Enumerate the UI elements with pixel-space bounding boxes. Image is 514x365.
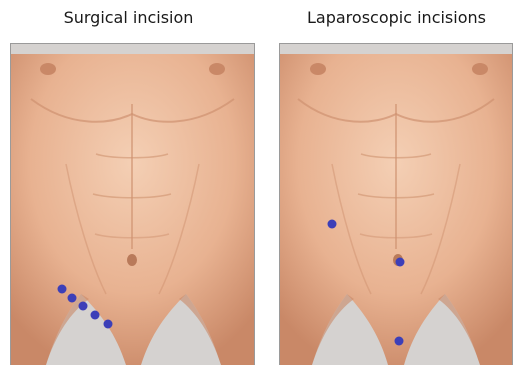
torso-illustration-laparoscopic	[280, 44, 512, 365]
panel-title-laparoscopic: Laparoscopic incisions	[279, 8, 514, 27]
incision-dot	[396, 258, 405, 267]
incision-dot	[79, 302, 88, 311]
nipple-left-icon	[40, 63, 56, 75]
nipple-left-icon	[310, 63, 326, 75]
incision-dot	[68, 294, 77, 303]
nipple-right-icon	[472, 63, 488, 75]
incision-dot	[395, 337, 404, 346]
navel-icon	[127, 254, 137, 266]
torso-illustration-frame	[10, 43, 255, 365]
incision-dot	[91, 311, 100, 320]
torso-illustration-frame	[279, 43, 513, 365]
incision-dot	[328, 220, 337, 229]
incision-dot	[58, 285, 67, 294]
panel-title-surgical: Surgical incision	[0, 8, 257, 27]
nipple-right-icon	[209, 63, 225, 75]
torso-illustration-surgical	[11, 44, 254, 365]
incision-dot	[104, 320, 113, 329]
